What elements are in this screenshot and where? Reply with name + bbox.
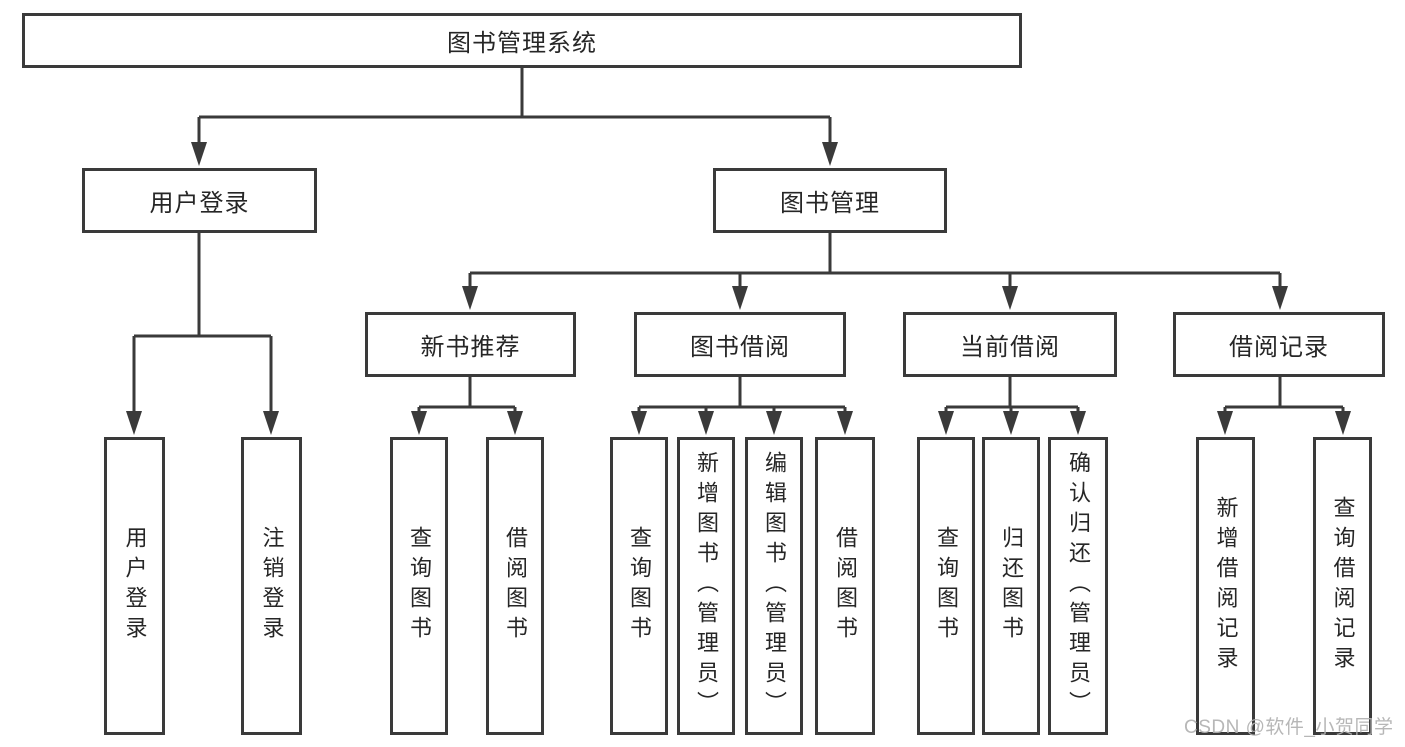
node-label: 新增借阅记录 [1213,496,1239,676]
node-label: 编辑图书（管理员） [762,451,787,721]
node-label: 借阅记录 [1229,334,1329,361]
watermark: CSDN @软件_小贺同学 [1184,717,1394,738]
node-borrow-books-recommend: 借阅图书 [486,437,544,735]
node-label: 图书管理 [780,190,880,217]
node-query-borrow-record: 查询借阅记录 [1313,437,1372,735]
node-label: 图书管理系统 [447,30,597,57]
node-borrow-books-borrowing: 借阅图书 [815,437,875,735]
node-label: 用户登录 [122,526,148,646]
node-borrowing-records: 借阅记录 [1173,312,1385,377]
node-library-system: 图书管理系统 [22,13,1022,68]
node-label: 查询图书 [407,526,432,646]
node-user-login-leaf: 用户登录 [104,437,165,735]
node-current-borrowing: 当前借阅 [903,312,1117,377]
node-label: 借阅图书 [503,526,528,646]
node-label: 确认归还（管理员） [1066,451,1091,721]
node-label: 新书推荐 [420,334,521,361]
node-book-borrowing: 图书借阅 [634,312,846,377]
node-query-books-borrowing: 查询图书 [610,437,668,735]
arrowheads [126,142,1351,435]
node-return-books: 归还图书 [982,437,1040,735]
node-label: 注销登录 [259,526,285,646]
node-label: 查询图书 [934,526,959,646]
node-label: 查询图书 [627,526,652,646]
node-add-borrow-record: 新增借阅记录 [1196,437,1255,735]
node-query-books-current: 查询图书 [917,437,975,735]
node-label: 归还图书 [999,526,1024,646]
node-book-management-branch: 图书管理 [713,168,947,233]
node-label: 图书借阅 [690,334,790,361]
node-edit-books-admin: 编辑图书（管理员） [745,437,803,735]
node-label: 用户登录 [149,190,250,217]
node-label: 当前借阅 [960,334,1060,361]
node-label: 查询借阅记录 [1330,496,1356,676]
connector-shafts [132,68,1345,414]
node-confirm-return-admin: 确认归还（管理员） [1048,437,1108,735]
node-new-book-recommendation: 新书推荐 [365,312,576,377]
node-query-books-recommend: 查询图书 [390,437,448,735]
node-label: 借阅图书 [833,526,858,646]
node-label: 新增图书（管理员） [694,451,719,721]
node-logout-leaf: 注销登录 [241,437,302,735]
node-add-books-admin: 新增图书（管理员） [677,437,735,735]
node-user-login-branch: 用户登录 [82,168,317,233]
